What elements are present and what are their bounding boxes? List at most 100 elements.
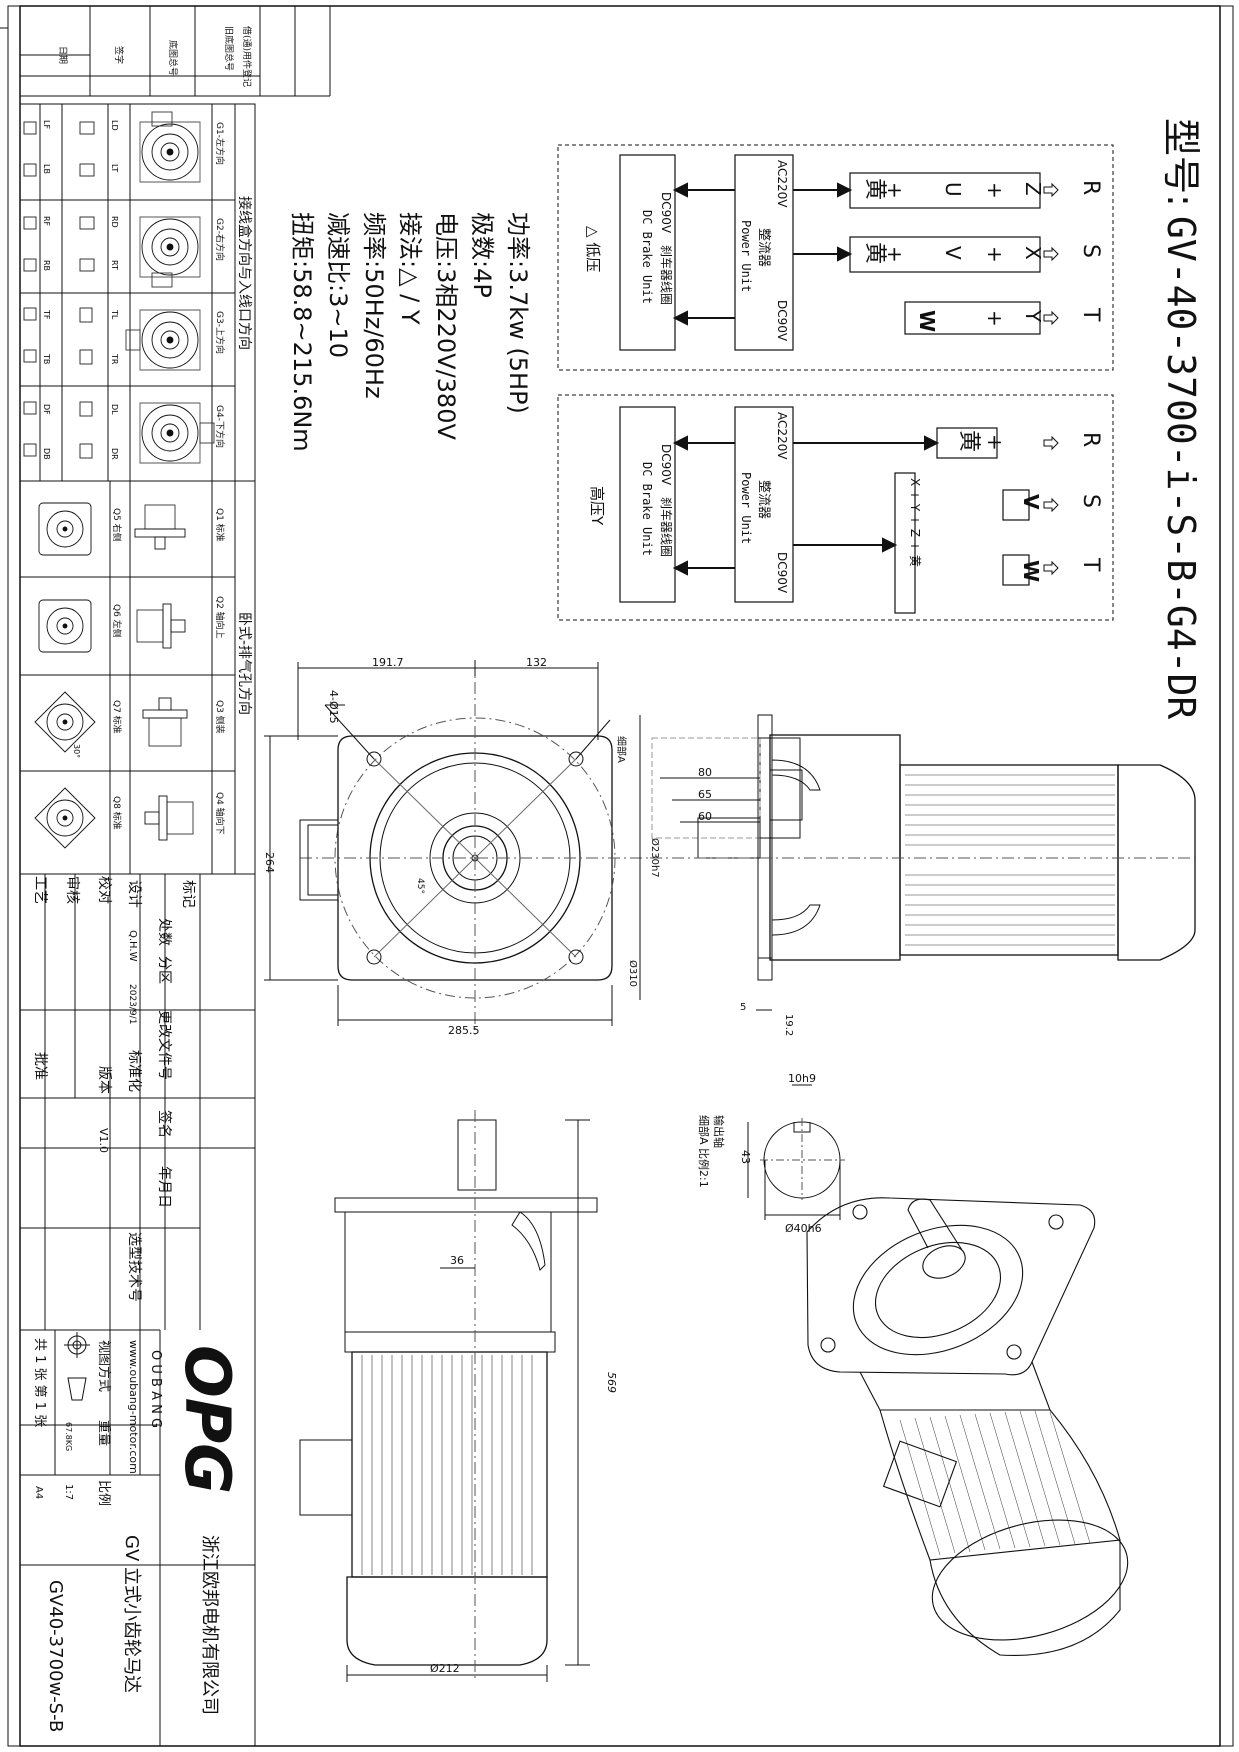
high-r-yellow: 黄 <box>956 430 981 452</box>
drawing-number: GV40-3700w-S-B <box>45 1580 66 1732</box>
tb-selection: 选型技术号 <box>126 1232 142 1302</box>
dim-60: 60 <box>698 810 712 823</box>
group-g1: G1-左方向 <box>214 122 226 165</box>
spec-frequency: 频率:50Hz/60Hz <box>360 212 388 399</box>
dim-264: 264 <box>263 852 276 873</box>
mount-thumbnails <box>34 502 194 849</box>
inner-border <box>19 5 1221 1747</box>
low-row3-c2: + <box>983 310 1007 327</box>
tag-lt: LT <box>110 164 119 172</box>
low-row2-c4: + <box>883 246 907 263</box>
high-terminal-t: T <box>1078 557 1103 572</box>
isometric-view <box>806 1197 1129 1657</box>
low-row1-c1: Z <box>1021 182 1045 196</box>
dim-flange: Ø310 <box>627 960 639 987</box>
orientation-thumbnails <box>23 111 215 464</box>
dim-holes: 4-Ø15 <box>327 690 340 724</box>
tb-design-label: 设计 <box>126 880 142 908</box>
shaft-scale: 细部A 比例2:1 <box>697 1115 711 1188</box>
terminal-arrows <box>1043 182 1059 576</box>
tag-df: DF <box>42 404 51 415</box>
weight-label: 重量 <box>96 1420 112 1446</box>
high-s-box: V <box>1019 494 1043 510</box>
registry-col1: 借(通)用件登记 <box>241 26 253 87</box>
tb-process: 工艺 <box>32 876 48 904</box>
high-terminal-s: S <box>1078 494 1103 508</box>
spec-poles: 极数:4P <box>468 212 496 298</box>
low-brake-name: 刹车器线圈 <box>659 245 674 305</box>
low-terminal-s: S <box>1078 244 1103 258</box>
low-row2-c5: 黄 <box>862 242 887 264</box>
mount-q5: Q5 右侧 <box>111 508 123 542</box>
paper-size: A4 <box>33 1486 44 1499</box>
tag-tr: TR <box>110 353 119 365</box>
model-code: GV-40-3700-i-S-B-G4-DR <box>1159 216 1203 719</box>
tb-mark: 标记 <box>180 880 196 908</box>
dim-43: 43 <box>739 1150 752 1164</box>
spec-power: 功率:3.7kw (5HP) <box>504 212 532 414</box>
high-rect-name: 整流器 <box>756 480 771 519</box>
dim-45: 45° <box>415 878 425 894</box>
high-terminal-r: R <box>1078 432 1103 447</box>
low-row1-c4: + <box>883 182 907 199</box>
low-row1-c5: 黄 <box>862 178 887 200</box>
mount-q4: Q4 轴向下 <box>214 792 226 835</box>
dim-285-5: 285.5 <box>448 1024 480 1037</box>
high-brake-en: DC Brake Unit <box>640 462 654 556</box>
scale-value: 1:7 <box>63 1484 74 1500</box>
spec-torque: 扭矩:58.8~215.6Nm <box>288 212 316 452</box>
tb-designer: Q.H.W <box>127 930 138 962</box>
dim-80: 80 <box>698 766 712 779</box>
tag-lb: LB <box>42 164 51 174</box>
tb-version-label: 版本 <box>96 1066 112 1094</box>
mount-angle: 30° <box>72 744 81 758</box>
low-caption: △ 低压 <box>584 226 602 272</box>
low-row2-c2: + <box>983 246 1007 263</box>
elevation-view <box>299 1110 598 1682</box>
projection-label: 视图方式 <box>96 1340 112 1392</box>
orientation-title: 接线盒方向与入线口方向 <box>236 196 253 350</box>
tb-date: 年月日 <box>156 1166 172 1208</box>
low-rect-name: 整流器 <box>756 228 771 267</box>
dim-569: 569 <box>605 1372 618 1393</box>
high-r-plus: + <box>983 434 1007 451</box>
side-view <box>639 714 1200 1011</box>
wiring-frames <box>557 144 1114 621</box>
shaft-detail <box>747 1084 845 1220</box>
high-brake-dc: DC90V <box>659 444 673 486</box>
low-brake-dc: DC90V <box>659 192 673 234</box>
high-brake-name: 刹车器线圈 <box>659 497 674 557</box>
shaft-title: 输出轴 <box>712 1115 726 1148</box>
mount-q7: Q7 标准 <box>111 700 123 734</box>
tag-rd: RD <box>110 216 119 228</box>
sheet-count: 共 1 张 第 1 张 <box>32 1338 47 1427</box>
tb-version: V1.0 <box>97 1128 110 1153</box>
tag-ld: LD <box>110 120 119 131</box>
projection-symbol <box>64 1332 90 1401</box>
low-row2-c1: X <box>1021 246 1045 260</box>
scale-label: 比例 <box>96 1480 111 1506</box>
tag-rb: RB <box>42 260 51 271</box>
low-rect-dc: DC90V <box>775 300 789 342</box>
low-row1-c3: U <box>941 182 965 197</box>
tag-db: DB <box>42 448 51 460</box>
logo: OPG <box>171 1345 244 1494</box>
product-name: GV 立式小齿轮马达 <box>121 1535 142 1693</box>
tb-sign: 签名 <box>156 1110 173 1138</box>
group-g2: G2-右方向 <box>214 218 226 261</box>
dim-key: 10h9 <box>788 1072 816 1085</box>
tag-tf: TF <box>42 309 51 320</box>
high-rect-ac: AC220V <box>775 412 789 460</box>
low-brake-en: DC Brake Unit <box>640 210 654 304</box>
mount-q6: Q6 左侧 <box>111 604 123 638</box>
text-layer: 型号: GV-40-3700-i-S-B-G4-DR 功率:3.7kw (5HP… <box>32 26 1203 1732</box>
dim-pilot: Ø230h7 <box>649 838 661 878</box>
high-t-box: W <box>1019 560 1043 582</box>
registry-col4: 日期 <box>57 46 68 64</box>
low-row2-c3: V <box>941 246 965 260</box>
spec-voltage: 电压:3相220V/380V <box>432 212 460 440</box>
tag-tl: TL <box>110 309 119 320</box>
website: www.oubang-motor.com <box>127 1340 140 1474</box>
model-label: 型号: <box>1159 118 1203 207</box>
